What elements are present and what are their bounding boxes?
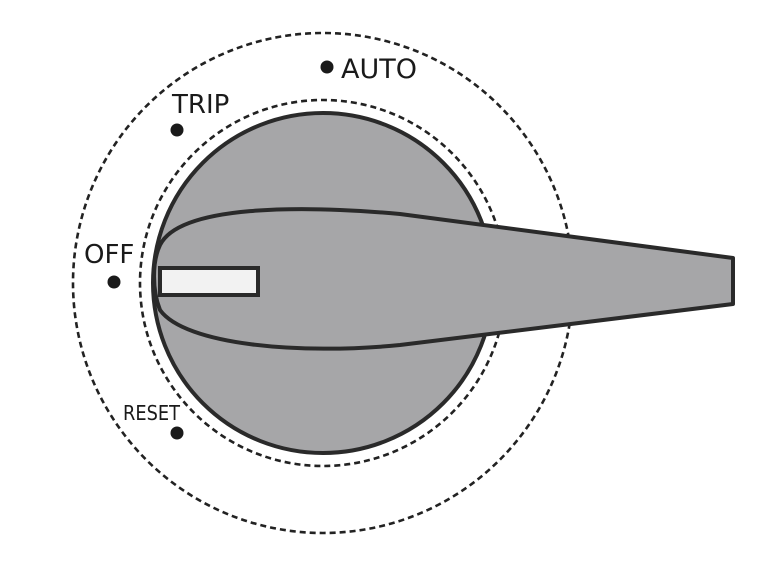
off-dot: [107, 275, 121, 289]
off-label: OFF: [84, 240, 134, 270]
rotary-knob[interactable]: [151, 111, 735, 455]
reset-label: RESET: [123, 401, 181, 425]
knob-handle[interactable]: [152, 207, 735, 351]
position-indicator: [158, 266, 260, 297]
trip-dot: [170, 123, 184, 137]
auto-label: AUTO: [341, 54, 417, 85]
trip-label: TRIP: [171, 90, 229, 120]
reset-dot: [170, 426, 184, 440]
auto-dot: [320, 60, 334, 74]
